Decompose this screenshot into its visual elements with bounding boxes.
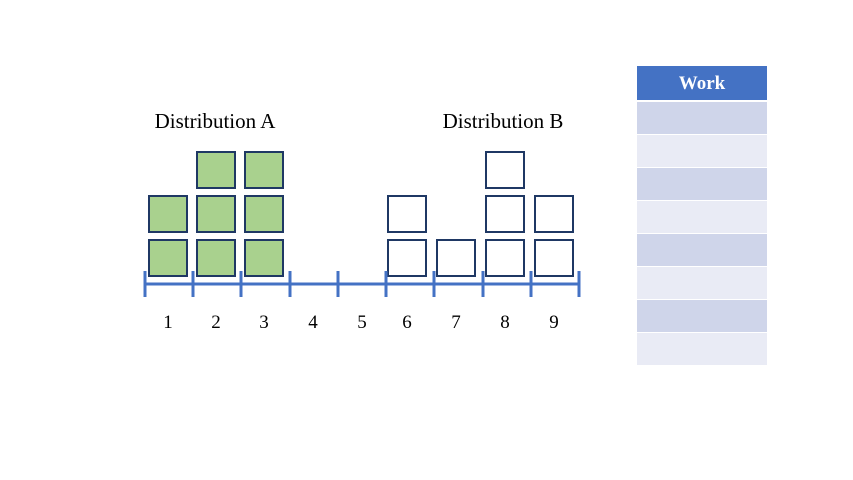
distribution-a-title: Distribution A: [155, 109, 277, 133]
distribution-a-block-3-3: [244, 151, 284, 189]
distribution-a-block-1-2: [148, 195, 188, 233]
work-table-row-5: [637, 234, 767, 266]
work-table-rows: [637, 102, 767, 365]
distribution-b-block-8-1: [485, 239, 525, 277]
work-table-row-7: [637, 300, 767, 332]
distribution-b-block-9-1: [534, 239, 574, 277]
tick-label-1: 1: [163, 312, 173, 333]
tick-label-9: 9: [549, 312, 559, 333]
tick-label-3: 3: [259, 312, 269, 333]
distribution-b-block-6-2: [387, 195, 427, 233]
tick-label-4: 4: [308, 312, 318, 333]
distribution-a-block-3-1: [244, 239, 284, 277]
tick-label-6: 6: [402, 312, 412, 333]
number-line-labels: 1 2 3 4 5 6 7 8 9: [163, 312, 559, 333]
work-table-row-6: [637, 267, 767, 299]
distribution-b-block-6-1: [387, 239, 427, 277]
distribution-b-block-7-1: [436, 239, 476, 277]
distribution-b-block-8-2: [485, 195, 525, 233]
tick-label-5: 5: [357, 312, 367, 333]
work-table-row-8: [637, 333, 767, 365]
distribution-b-block-9-2: [534, 195, 574, 233]
distribution-a-block-3-2: [244, 195, 284, 233]
work-table-title: Work: [679, 73, 726, 94]
tick-label-8: 8: [500, 312, 510, 333]
distribution-a-block-2-2: [196, 195, 236, 233]
work-table: Work: [637, 66, 767, 365]
work-table-header: [637, 66, 767, 100]
tick-label-2: 2: [211, 312, 221, 333]
work-table-row-1: [637, 102, 767, 134]
distribution-b-title: Distribution B: [443, 109, 564, 133]
number-line: [143, 271, 581, 297]
distribution-a-block-1-1: [148, 239, 188, 277]
work-table-row-3: [637, 168, 767, 200]
work-table-row-4: [637, 201, 767, 233]
distribution-a-block-2-3: [196, 151, 236, 189]
work-table-row-2: [637, 135, 767, 167]
blocks-group: [148, 151, 574, 277]
tick-label-7: 7: [451, 312, 461, 333]
distribution-b-block-8-3: [485, 151, 525, 189]
distribution-a-block-2-1: [196, 239, 236, 277]
